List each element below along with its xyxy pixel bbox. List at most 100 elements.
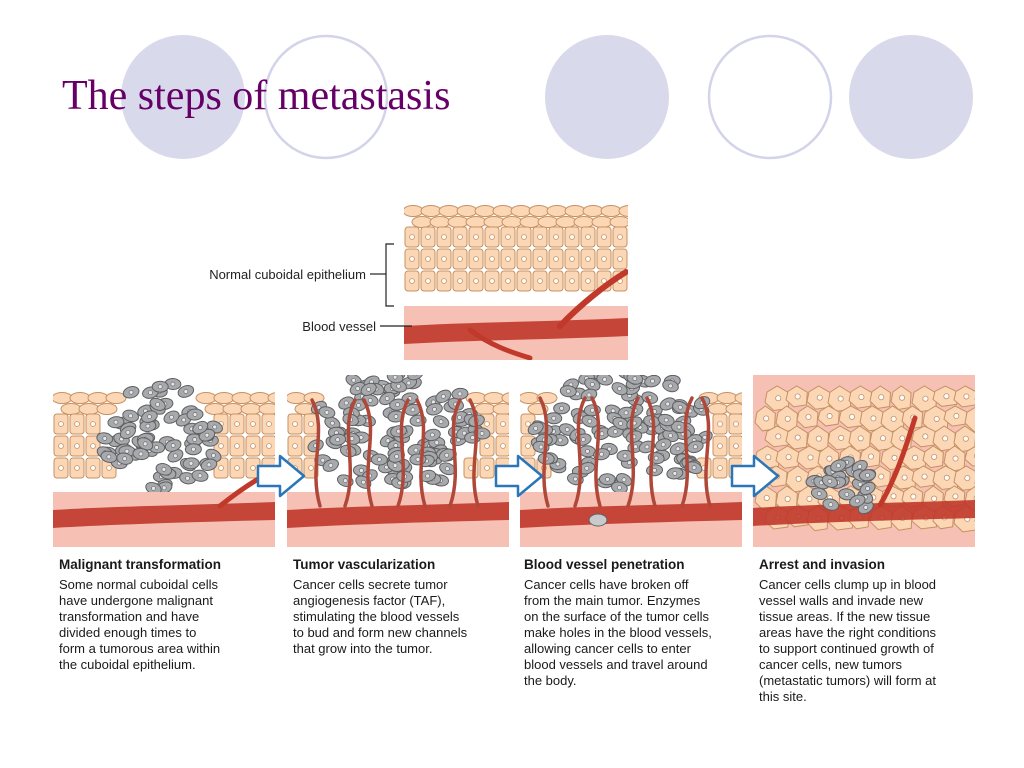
panel-caption-blood-vessel-penetration: Blood vessel penetration Cancer cells ha… xyxy=(524,556,749,689)
cell-nucleus xyxy=(521,234,527,240)
cancer-cell-nucleus xyxy=(191,446,196,452)
panel-caption-arrest-and-invasion: Arrest and invasion Cancer cells clump u… xyxy=(759,556,984,705)
vessel-sprout xyxy=(310,398,322,508)
cancer-cell-nucleus xyxy=(181,417,187,423)
epithelial-cell xyxy=(420,205,442,217)
cancer-cell-nucleus xyxy=(457,415,462,420)
cancer-cell-nucleus xyxy=(161,467,167,472)
cell-nucleus xyxy=(58,443,64,449)
cell-nucleus xyxy=(912,454,919,461)
cell-nucleus xyxy=(870,415,877,422)
cell-nucleus xyxy=(952,455,959,462)
cell-nucleus xyxy=(984,436,989,441)
cancer-cell-nucleus xyxy=(702,434,708,440)
cell-nucleus xyxy=(441,256,447,262)
cell-nucleus xyxy=(308,421,314,427)
cell-nucleus xyxy=(525,421,531,427)
epithelial-cell xyxy=(222,403,244,415)
cancer-cell-nucleus xyxy=(185,475,190,481)
cell-nucleus xyxy=(218,443,224,449)
cancer-cell-nucleus xyxy=(155,402,160,407)
cancer-cell-nucleus xyxy=(590,407,595,413)
cell-nucleus xyxy=(74,443,80,449)
cell-nucleus xyxy=(500,421,506,427)
cell-nucleus xyxy=(569,256,575,262)
epithelial-cell xyxy=(600,205,622,217)
cell-nucleus xyxy=(234,421,240,427)
blood-vessel xyxy=(53,502,275,528)
cell-nucleus xyxy=(409,234,415,240)
cell-nucleus xyxy=(985,394,990,399)
cell-nucleus xyxy=(849,413,856,420)
cancer-cell-nucleus xyxy=(147,414,152,419)
cancer-cell-nucleus xyxy=(599,431,605,437)
epithelial-cell xyxy=(438,205,460,217)
cancer-cell-nucleus xyxy=(580,437,586,442)
epithelial-cell xyxy=(582,205,604,217)
epithelial-cell xyxy=(204,403,226,415)
cell-nucleus xyxy=(489,234,495,240)
cancer-cell-nucleus xyxy=(413,375,418,377)
caption-heading: Tumor vascularization xyxy=(293,557,436,572)
epithelial-cell xyxy=(501,392,509,404)
cancer-cell-nucleus xyxy=(652,467,657,473)
epithelial-cell xyxy=(627,220,628,224)
cancer-cell-nucleus xyxy=(668,433,673,438)
cancer-cell-nucleus xyxy=(461,430,467,436)
epithelial-cell xyxy=(231,392,253,404)
vessel-sprout xyxy=(468,398,480,508)
cancer-cell-nucleus xyxy=(665,401,671,407)
circulating-cancer-cell xyxy=(588,513,608,527)
panel-caption-malignant-transformation: Malignant transformation Some normal cub… xyxy=(59,556,284,673)
cell-nucleus xyxy=(292,421,298,427)
tissue-cell xyxy=(964,406,975,432)
vessel-branch xyxy=(877,415,918,508)
cell-nucleus xyxy=(942,435,949,442)
cell-nucleus xyxy=(826,413,833,420)
cancer-cell-nucleus xyxy=(170,443,176,448)
cell-nucleus xyxy=(973,495,975,501)
cell-nucleus xyxy=(489,256,495,262)
cancer-cell-nucleus xyxy=(377,457,382,462)
epithelial-cell xyxy=(492,205,514,217)
cell-nucleus xyxy=(717,421,723,427)
epithelial-cell xyxy=(474,205,496,217)
tissue-cell xyxy=(974,518,975,522)
cell-nucleus xyxy=(879,435,886,442)
cell-nucleus xyxy=(553,278,559,284)
cell-nucleus xyxy=(763,494,770,501)
tissue-cell xyxy=(964,445,975,467)
epithelial-cell xyxy=(105,392,127,404)
cancer-cell-nucleus xyxy=(102,436,108,441)
epithelial-cell xyxy=(519,216,541,228)
cancer-cell-nucleus xyxy=(393,414,399,419)
cancer-cell-nucleus xyxy=(865,472,870,478)
epithelial-cell xyxy=(404,205,424,217)
cell-nucleus xyxy=(537,234,543,240)
cancer-cell-nucleus xyxy=(183,389,189,394)
cell-nucleus xyxy=(964,475,971,482)
cancer-cell-nucleus xyxy=(157,384,163,389)
cancer-cell-nucleus xyxy=(188,461,194,466)
cancer-cell-nucleus xyxy=(356,402,361,408)
panel-caption-tumor-vascularization: Tumor vascularization Cancer cells secre… xyxy=(293,556,518,657)
cell-nucleus xyxy=(838,434,845,441)
epithelial-cell xyxy=(716,392,738,404)
epithelial-cell xyxy=(456,205,478,217)
cell-nucleus xyxy=(775,395,782,402)
epithelial-cells xyxy=(53,392,275,479)
epithelial-cell xyxy=(267,392,275,404)
cell-nucleus xyxy=(537,278,543,284)
epithelial-cell xyxy=(537,216,559,228)
cell-nucleus xyxy=(617,256,623,262)
cancer-cell-nucleus xyxy=(555,461,561,467)
cell-nucleus xyxy=(601,234,607,240)
epithelial-cell xyxy=(287,392,307,404)
vessel-sprout xyxy=(700,396,712,508)
cell-nucleus xyxy=(878,394,885,401)
cancer-cell-cluster xyxy=(805,456,877,515)
cell-nucleus xyxy=(858,394,865,401)
label-normal-cuboidal-epithelium: Normal cuboidal epithelium xyxy=(209,267,366,282)
